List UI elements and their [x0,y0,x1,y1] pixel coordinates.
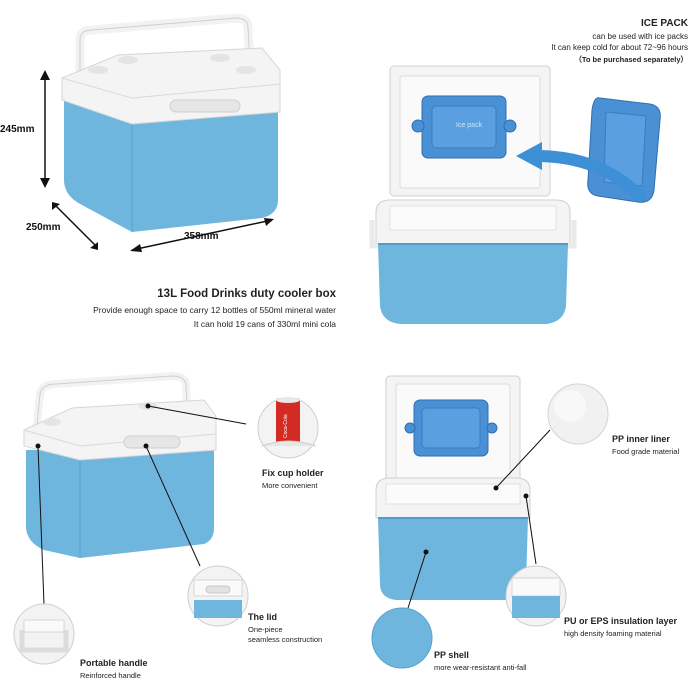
ice-pack-line-1: can be used with ice packs [592,32,688,41]
product-title: 13L Food Drinks duty cooler box [157,288,336,300]
depth-label: 250mm [26,222,61,233]
lid-sub-1: One-piece [248,625,283,634]
inner-liner-title: PP inner liner [612,434,670,444]
lid-title: The lid [248,612,277,622]
cooler-layers-illustration [371,375,609,669]
ice-pack-panel: ICE PACK can be used with ice packs It c… [350,0,700,340]
lid-sub-2: seamless construction [248,635,323,644]
features-panel: Coca-Cola Fix cup holder More convenient… [0,350,350,700]
layers-panel: PP inner liner Food grade material PU or… [350,350,700,700]
dimensions-panel: 245mm 250mm 358mm 13L Food Drinks duty c… [0,0,350,340]
handle-sub: Reinforced handle [80,671,141,680]
cooler-features-illustration [13,371,319,665]
product-line-2: It can hold 19 cans of 330ml mini cola [193,319,336,329]
cup-holder-title: Fix cup holder [262,468,324,478]
shell-sub: more wear-resistant anti-fall [434,663,527,672]
handle-title: Portable handle [80,658,148,668]
inner-liner-sub: Food grade material [612,447,680,456]
height-label: 245mm [0,124,35,135]
ice-pack-line-2: It can keep cold for about 72~96 hours [551,43,688,52]
ice-pack-title: ICE PACK [640,18,688,29]
ice-pack-line-3: （To be purchased separately） [574,55,688,64]
insulation-title: PU or EPS insulation layer [564,616,678,626]
cup-holder-sub: More convenient [262,481,318,490]
cooler-front-illustration [40,13,281,252]
shell-title: PP shell [434,650,469,660]
open-cooler-ice-illustration [369,65,661,324]
lid-ice-pack-label: Ice pack [456,122,483,129]
can-text: Coca-Cola [283,414,289,438]
product-line-1: Provide enough space to carry 12 bottles… [93,305,336,315]
width-label: 358mm [184,231,219,242]
insulation-sub: high density foaming material [564,629,662,638]
